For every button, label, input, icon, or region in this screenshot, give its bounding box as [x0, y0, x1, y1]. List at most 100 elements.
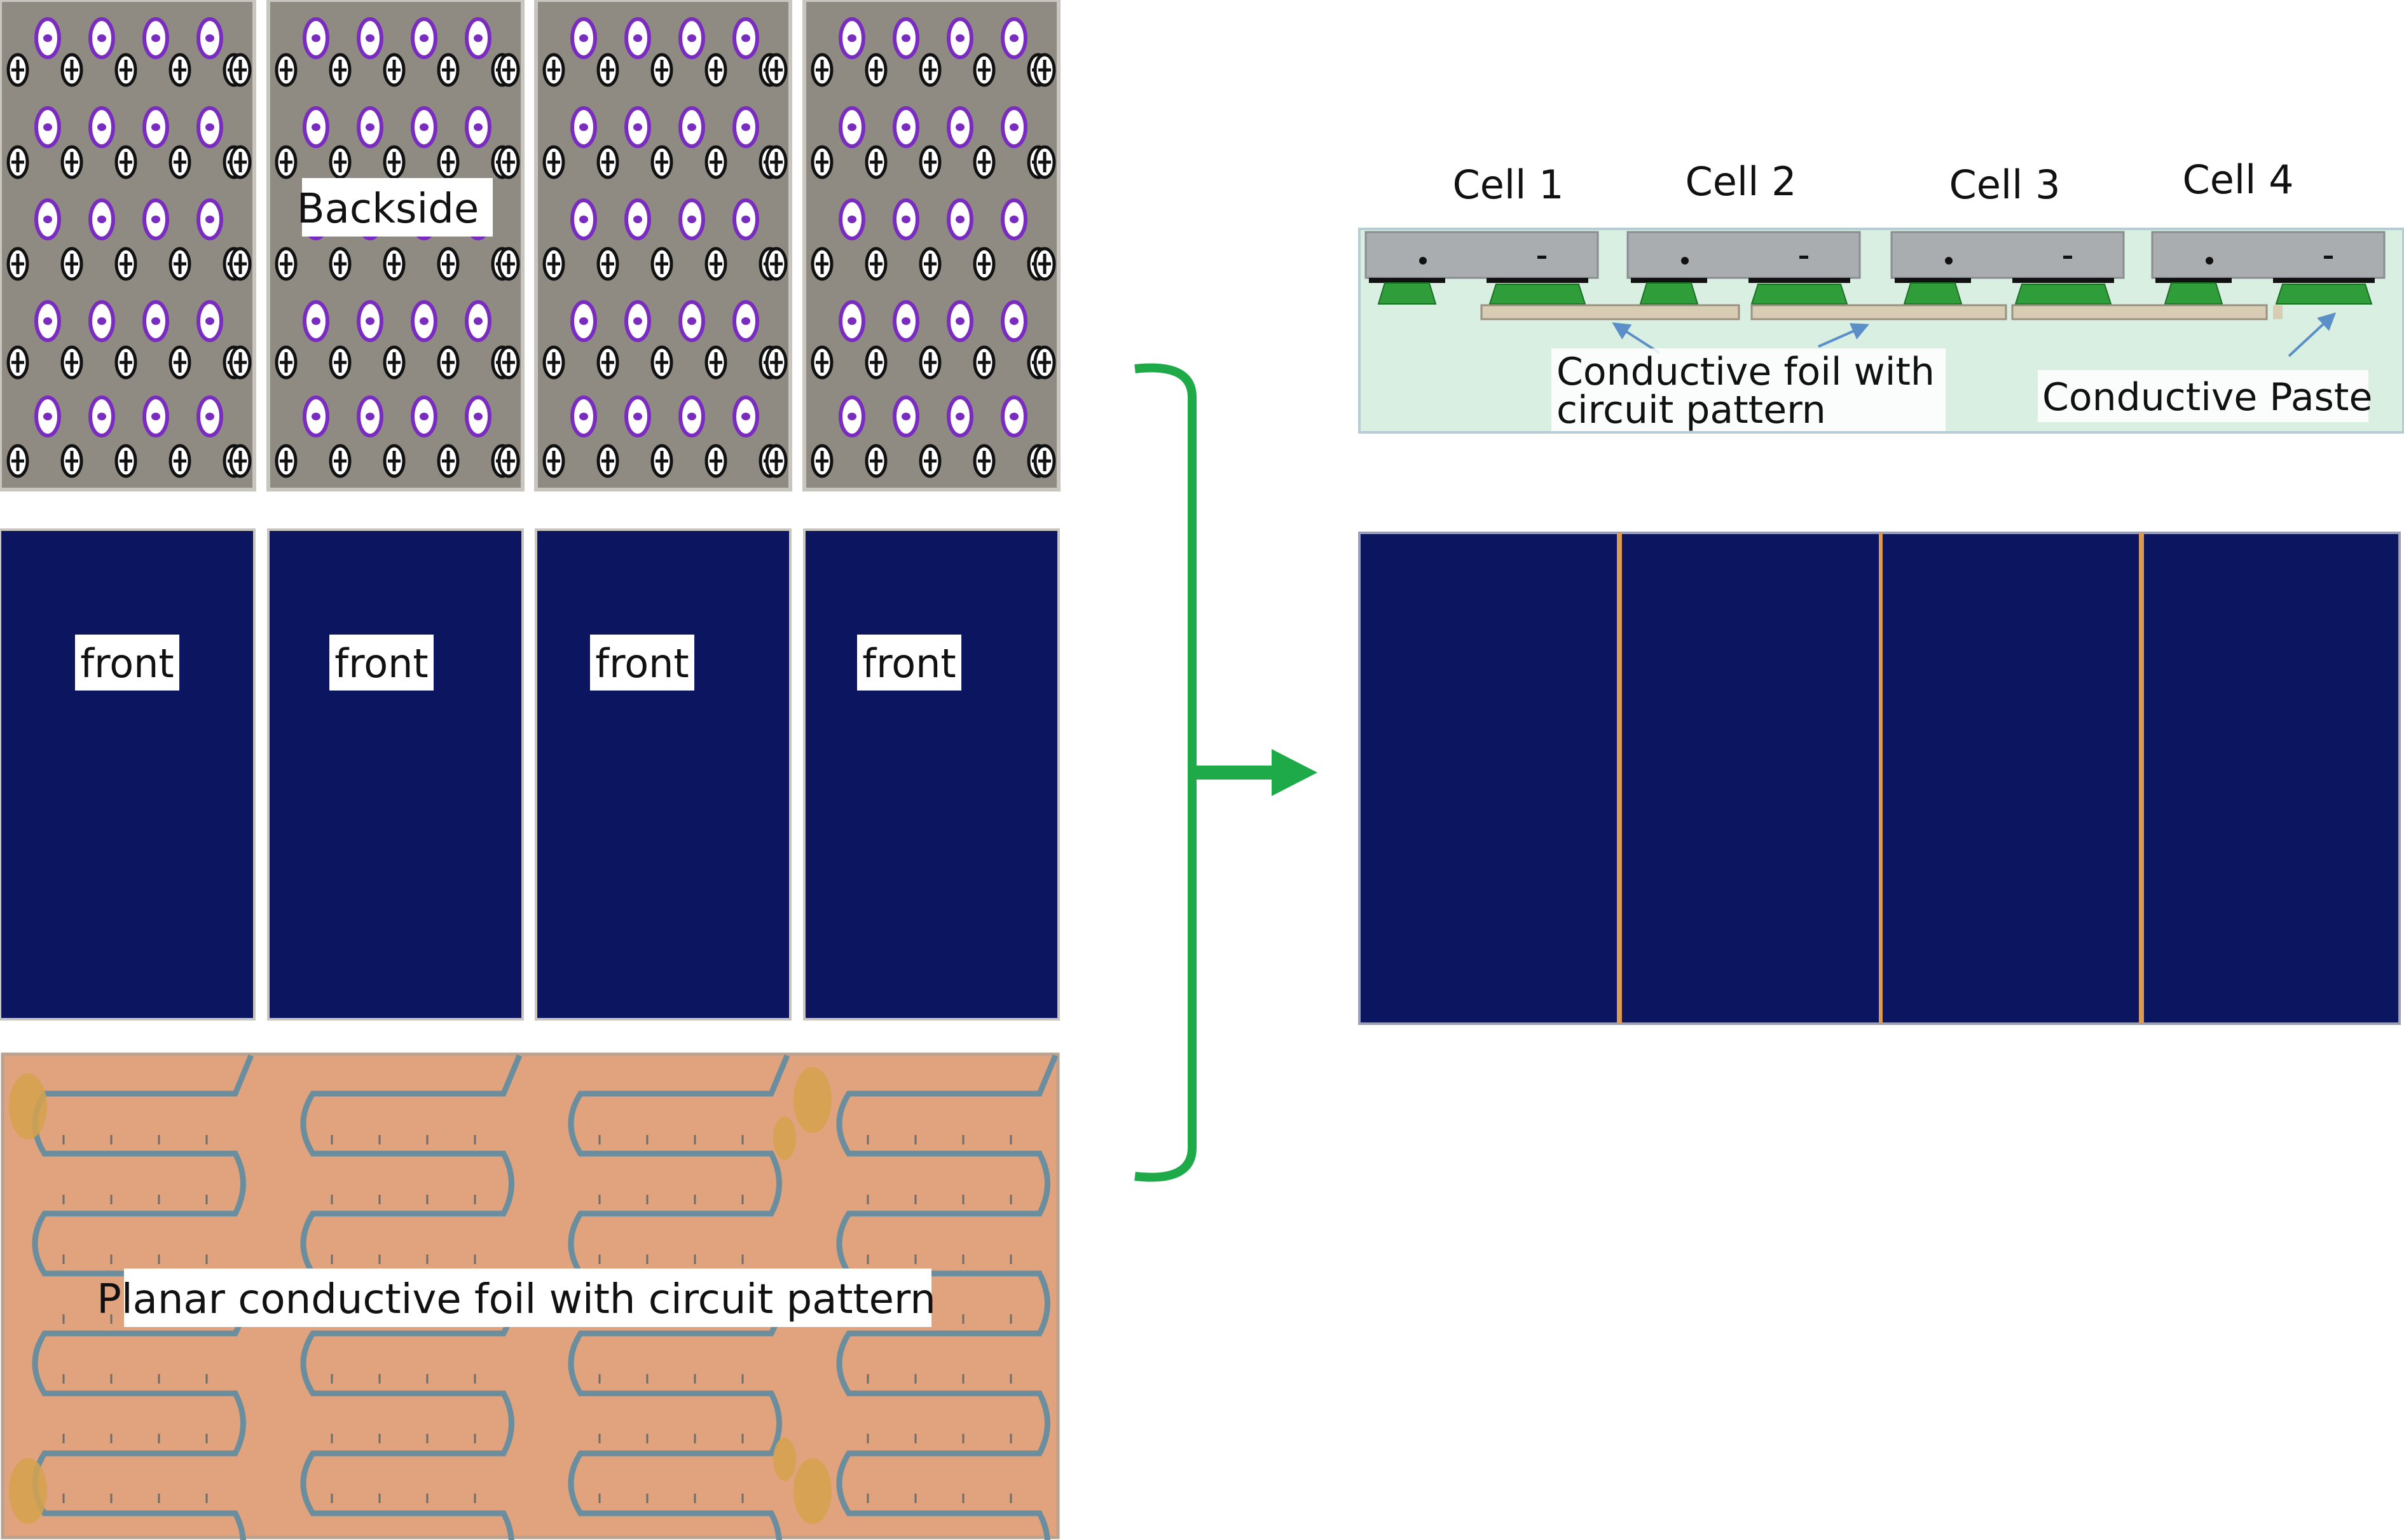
plus-circle-icon	[921, 55, 940, 85]
minus-oval-icon	[36, 200, 59, 238]
front-wafer: front	[267, 528, 524, 1021]
cell-label: Cell 2	[1685, 158, 1796, 205]
minus-oval-icon	[144, 19, 167, 57]
conductive-foil-strip	[2011, 304, 2268, 320]
minus-oval-icon	[1003, 200, 1026, 238]
foil-contact-pad	[9, 1458, 47, 1524]
conductive-foil-strip	[1750, 304, 2007, 320]
minus-oval-icon	[467, 108, 490, 146]
minus-oval-icon	[198, 19, 221, 57]
plus-circle-icon	[598, 347, 617, 378]
minus-oval-icon	[841, 200, 863, 238]
plus-circle-icon	[170, 249, 189, 279]
minus-oval-icon	[680, 108, 703, 146]
plus-circle-icon	[706, 147, 725, 177]
plus-circle-icon	[921, 249, 940, 279]
minus-oval-icon	[305, 19, 327, 57]
conductive-paste	[2014, 284, 2112, 305]
plus-circle-icon	[499, 446, 518, 476]
conductive-foil-strip	[1480, 304, 1740, 320]
minus-oval-icon	[949, 302, 972, 340]
conductive-paste	[2275, 284, 2373, 305]
plus-circle-icon	[277, 347, 296, 378]
minus-oval-icon	[949, 200, 972, 238]
minus-oval-icon	[841, 108, 863, 146]
plus-circle-icon	[544, 446, 563, 476]
plus-circle-icon	[975, 147, 994, 177]
plus-circle-icon	[499, 347, 518, 378]
plus-circle-icon	[867, 249, 886, 279]
plus-circle-icon	[598, 446, 617, 476]
plus-circle-icon	[231, 249, 250, 279]
minus-oval-icon	[949, 397, 972, 436]
conductive-paste	[1377, 282, 1437, 305]
plus-circle-icon	[1035, 347, 1054, 378]
plus-circle-icon	[767, 446, 786, 476]
plus-circle-icon	[62, 446, 81, 476]
plus-circle-icon	[813, 446, 832, 476]
cell-cross-section	[1364, 231, 1599, 305]
plus-circle-icon	[116, 249, 135, 279]
plus-circle-icon	[706, 446, 725, 476]
plus-circle-icon	[62, 347, 81, 378]
front-label: front	[334, 640, 429, 687]
minus-oval-icon	[1003, 397, 1026, 436]
plus-circle-icon	[231, 446, 250, 476]
plus-circle-icon	[1035, 147, 1054, 177]
minus-oval-icon	[36, 19, 59, 57]
minus-oval-icon	[305, 302, 327, 340]
minus-oval-icon	[198, 108, 221, 146]
plus-circle-icon	[598, 147, 617, 177]
minus-oval-icon	[198, 397, 221, 436]
minus-oval-icon	[841, 19, 863, 57]
minus-oval-icon	[572, 108, 595, 146]
plus-circle-icon	[867, 55, 886, 85]
minus-oval-icon	[144, 302, 167, 340]
plus-circle-icon	[8, 147, 27, 177]
plus-circle-icon	[8, 55, 27, 85]
plus-circle-icon	[385, 347, 404, 378]
plus-circle-icon	[652, 55, 671, 85]
plus-circle-icon	[62, 249, 81, 279]
backside-label: Backside	[297, 178, 493, 237]
plus-circle-icon	[8, 249, 27, 279]
minus-oval-icon	[572, 397, 595, 436]
plus-circle-icon	[439, 446, 458, 476]
minus-oval-icon	[1003, 108, 1026, 146]
plus-circle-icon	[921, 446, 940, 476]
plus-circle-icon	[544, 147, 563, 177]
minus-oval-icon	[90, 302, 113, 340]
plus-circle-icon	[277, 55, 296, 85]
plus-circle-icon	[62, 147, 81, 177]
foil-trace	[568, 1054, 790, 1540]
minus-oval-icon	[198, 200, 221, 238]
plus-circle-icon	[652, 446, 671, 476]
plus-circle-icon	[706, 249, 725, 279]
plus-circle-icon	[439, 347, 458, 378]
plus-circle-icon	[544, 347, 563, 378]
plus-circle-icon	[385, 446, 404, 476]
minus-oval-icon	[90, 200, 113, 238]
foil-trace	[836, 1054, 1059, 1540]
front-label: front	[80, 640, 174, 687]
cell-labels: Cell 1 Cell 2 Cell 3 Cell 4	[1438, 148, 2311, 216]
minus-oval-icon	[895, 108, 917, 146]
plus-circle-icon	[116, 446, 135, 476]
plus-circle-icon	[652, 347, 671, 378]
plus-circle-icon	[170, 147, 189, 177]
plus-circle-icon	[652, 249, 671, 279]
foil-contact-pad	[9, 1073, 47, 1139]
minus-oval-icon	[895, 302, 917, 340]
minus-oval-icon	[734, 200, 757, 238]
front-label: front	[862, 640, 956, 687]
cross-section-diagram: Conductive foil with circuit pattern Con…	[1358, 228, 2404, 434]
conductive-paste	[2164, 282, 2223, 305]
cell-cross-section	[1626, 231, 1861, 305]
plus-circle-icon	[439, 55, 458, 85]
backside-wafer	[266, 0, 525, 492]
minus-oval-icon	[359, 397, 381, 436]
foil-contact-pad	[793, 1458, 832, 1524]
plus-circle-icon	[598, 55, 617, 85]
minus-oval-icon	[626, 200, 649, 238]
